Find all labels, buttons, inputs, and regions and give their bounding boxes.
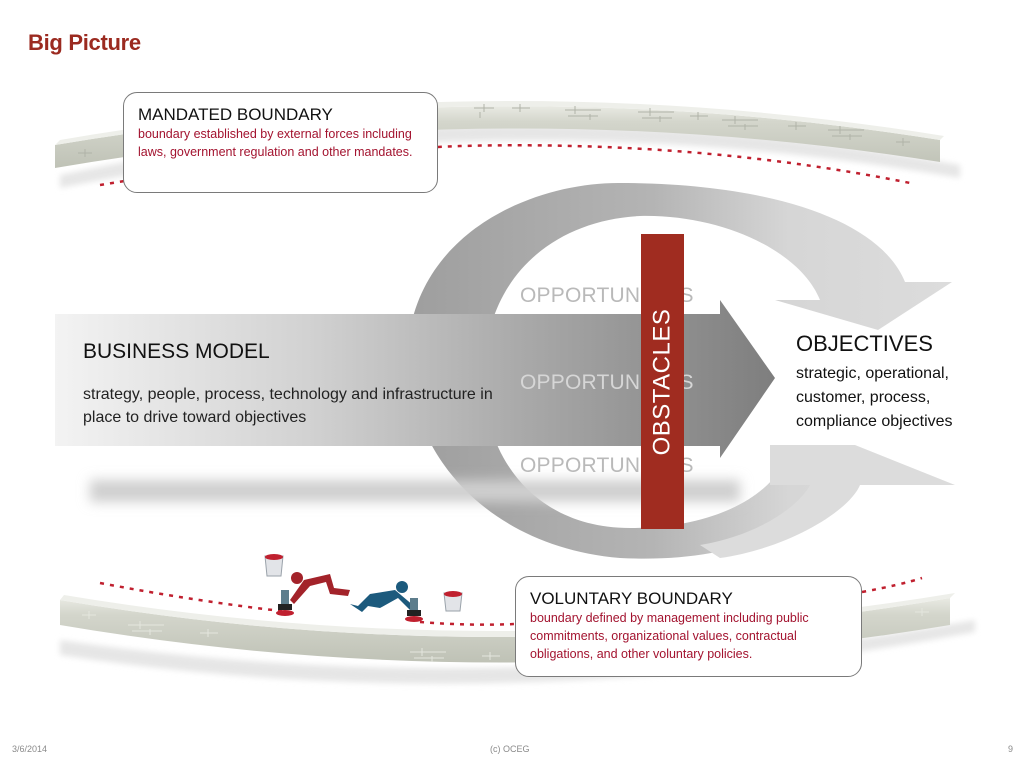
voluntary-boundary-line: [99, 576, 923, 626]
footer-copyright: (c) OCEG: [490, 744, 530, 754]
business-model-heading: BUSINESS MODEL: [83, 340, 270, 363]
footer-page-number: 9: [1008, 744, 1014, 754]
obstacles-label-wrapper: OBSTACLES: [641, 234, 684, 529]
voluntary-boundary-callout: VOLUNTARY BOUNDARY boundary defined by m…: [515, 576, 862, 677]
obstacles-label: OBSTACLES: [648, 308, 676, 455]
mandated-boundary-heading: MANDATED BOUNDARY: [138, 105, 333, 124]
mandated-boundary-description: boundary established by external forces …: [138, 127, 413, 159]
arrow-shadow: [90, 480, 740, 502]
obstacles-bar: [641, 234, 684, 529]
footer-date: 3/6/2014: [12, 744, 48, 754]
wall-shadow: [60, 620, 975, 684]
mandated-boundary-callout: MANDATED BOUNDARY boundary established b…: [123, 92, 438, 193]
paint-bucket-right: [443, 591, 463, 612]
circular-arrow-icon: [408, 183, 953, 559]
cycle-arrow-lower-head: [700, 445, 955, 558]
person-painting-icon: [350, 590, 414, 612]
wall-bricks: [82, 608, 929, 662]
paint-bucket-left: [264, 554, 284, 577]
voluntary-boundary-heading: VOLUNTARY BOUNDARY: [530, 589, 733, 608]
painter-blue: [350, 581, 423, 622]
slide-title: Big Picture: [28, 30, 141, 55]
voluntary-boundary-description: boundary defined by management including…: [530, 611, 809, 661]
cycle-arrow[interactable]: [408, 183, 955, 559]
right-arrow-icon: [55, 300, 775, 458]
objectives-heading: OBJECTIVES: [796, 331, 933, 356]
person-painting-icon: [290, 574, 350, 604]
objectives-description: strategic, operational, customer, proces…: [796, 365, 953, 430]
painter-red: [276, 572, 350, 616]
wall-bricks: [78, 104, 910, 157]
business-model-description: strategy, people, process, technology an…: [83, 386, 493, 426]
